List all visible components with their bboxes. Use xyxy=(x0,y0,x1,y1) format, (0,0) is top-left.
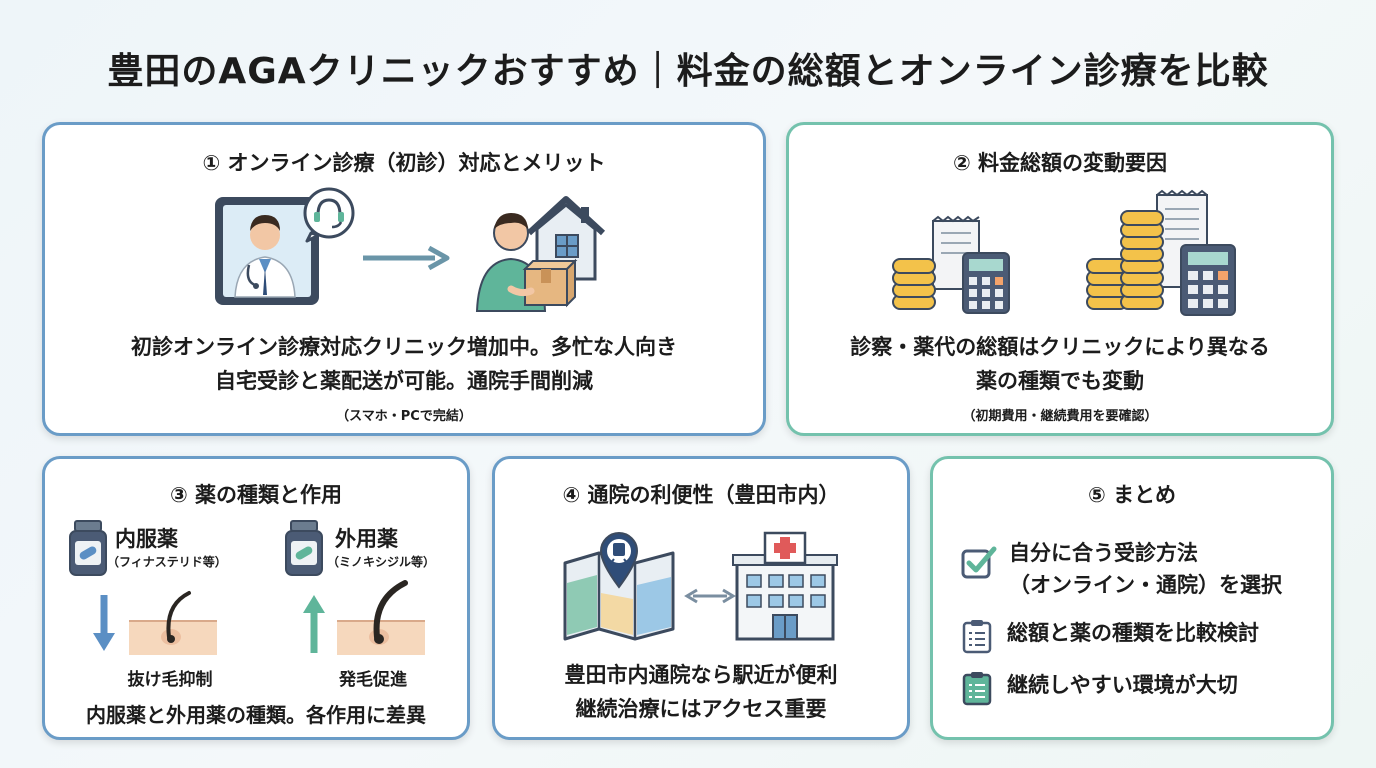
page-title: 豊田のAGAクリニックおすすめ｜料金の総額とオンライン診療を比較 xyxy=(107,51,1269,92)
coins-receipt-calculator-icon xyxy=(892,189,1236,316)
summary-item-3: 継続しやすい環境が大切 xyxy=(961,669,1238,706)
summary-item-1-line2: （オンライン・通院）を選択 xyxy=(1009,573,1282,597)
topical-medicine-example: （ミノキシジル等） xyxy=(327,555,436,569)
topical-medicine-bottle-icon xyxy=(285,520,323,576)
card1-line1: 初診オンライン診療対応クリニック増加中。多忙な人向き xyxy=(131,335,677,359)
card3-summary: 内服薬と外用薬の種類。各作用に差異 xyxy=(86,703,426,727)
hair-growth-icon xyxy=(337,580,425,655)
tablet-doctor-icon xyxy=(215,197,319,305)
card-medicine-types: ③ 薬の種類と作用 内服薬 （フィナステリド等） 抜け毛抑制 外用薬 （ミノキシ… xyxy=(42,456,470,740)
card1-line2: 自宅受診と薬配送が可能。通院手間削減 xyxy=(215,369,593,393)
clipboard-icon xyxy=(962,620,992,654)
card3-title: ③ 薬の種類と作用 xyxy=(169,483,343,507)
summary-item-1-line1: 自分に合う受診方法 xyxy=(1009,541,1198,565)
card2-title: ② 料金総額の変動要因 xyxy=(952,151,1168,175)
map-train-pin-icon xyxy=(563,532,675,641)
card2-note: （初期費用・継続費用を要確認） xyxy=(962,409,1158,424)
summary-item-2: 総額と薬の種類を比較検討 xyxy=(961,617,1259,654)
card-clinic-access: ④ 通院の利便性（豊田市内） 豊田市内通院なら駅近が便利 継続治療にはアクセス重… xyxy=(492,456,910,740)
card-summary: ⑤ まとめ 自分に合う受診方法 （オンライン・通院）を選択 総額と薬の種類を比較… xyxy=(930,456,1334,740)
card1-note: （スマホ・PCで完結） xyxy=(336,409,472,424)
card4-line2: 継続治療にはアクセス重要 xyxy=(575,697,827,721)
clipboard-green-icon xyxy=(962,672,992,706)
card-online-consultation: ① オンライン診療（初診）対応とメリット xyxy=(42,122,766,436)
card4-title: ④ 通院の利便性（豊田市内） xyxy=(562,483,840,507)
hospital-icon xyxy=(732,531,838,641)
card1-title: ① オンライン診療（初診）対応とメリット xyxy=(202,151,606,175)
hair-follicle-icon xyxy=(129,591,217,655)
card4-line1: 豊田市内通院なら駅近が便利 xyxy=(564,663,838,687)
summary-item-1: 自分に合う受診方法 （オンライン・通院）を選択 xyxy=(961,537,1282,601)
oral-medicine-bottle-icon xyxy=(69,520,107,576)
topical-medicine-effect: 発毛促進 xyxy=(339,670,407,690)
summary-item-3-text: 継続しやすい環境が大切 xyxy=(1007,673,1238,697)
arrow-right-icon xyxy=(363,245,450,271)
headset-bubble-icon xyxy=(303,187,355,243)
oral-medicine-example: （フィナステリド等） xyxy=(107,555,227,569)
up-arrow-icon xyxy=(303,595,325,653)
person-parcel-icon xyxy=(475,213,578,312)
card-cost-factors: ② 料金総額の変動要因 xyxy=(786,122,1334,436)
card2-line1: 診察・薬代の総額はクリニックにより異なる xyxy=(850,335,1270,359)
summary-item-2-text: 総額と薬の種類を比較検討 xyxy=(1007,621,1259,645)
card5-title: ⑤ まとめ xyxy=(1087,483,1177,507)
checkbox-icon xyxy=(961,546,997,579)
topical-medicine-name: 外用薬 xyxy=(335,527,398,551)
oral-medicine-name: 内服薬 xyxy=(115,527,178,551)
down-arrow-icon xyxy=(93,595,115,651)
double-arrow-icon xyxy=(684,588,736,604)
card2-line2: 薬の種類でも変動 xyxy=(976,369,1144,393)
oral-medicine-effect: 抜け毛抑制 xyxy=(127,670,213,690)
